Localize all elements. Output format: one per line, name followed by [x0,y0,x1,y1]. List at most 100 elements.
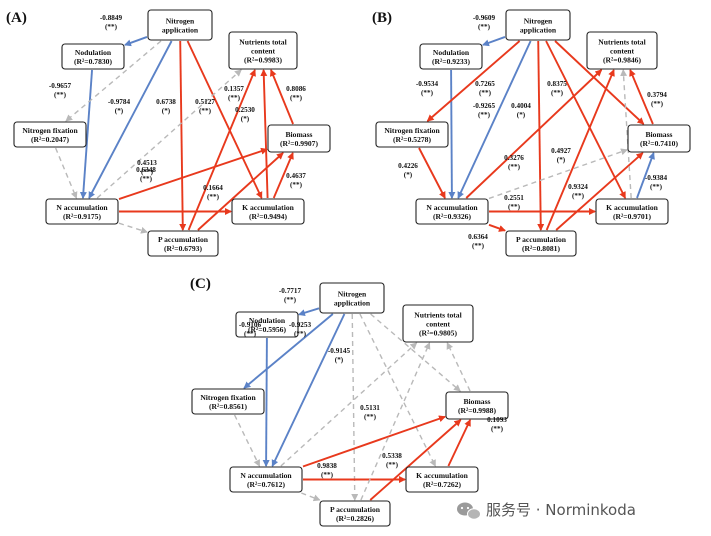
node-nfix-text: Nitrogen fixation [22,126,78,135]
path-nfix-to-nacc [418,147,446,199]
path-nitro-to-nod [298,307,320,317]
node-box-kacc [231,198,305,225]
coef-nitro-to-pacc: 0.6738 [156,98,176,106]
coef-pacc-to-nut: 0.2530 [235,106,255,114]
significance-bio-to-nut: (**) [290,94,303,102]
node-pacc: P accumulation(R²=0.2826) [319,500,391,527]
node-kacc-text: (R²=0.7262) [423,480,461,489]
panel-a-edges [54,36,294,234]
coef-nfix-to-nacc: 0.4226 [398,162,418,170]
node-bio-text: Biomass [645,130,672,139]
node-box-nitro [319,282,385,314]
significance-nitro-to-pacc: (**) [479,89,492,97]
path-nacc-to-nut [96,69,242,199]
node-box-nut [228,31,298,70]
significance-nitro-to-nod: (**) [284,296,297,304]
significance-nacc-to-pacc: (**) [472,242,485,250]
path-nod-to-nacc [79,69,93,199]
node-nod: Nodulation(R²=0.9233) [419,43,483,70]
panel-c: NitrogenapplicationNodulation(R²=0.5956)… [190,276,509,527]
path-nitro-to-kacc [545,40,627,199]
node-box-nacc [229,466,303,493]
coef-kacc-to-bio: -0.9384 [645,174,668,182]
panel-a-edge-labels: -0.8849(**)-0.9784(*)-0.9657(**)0.6738(*… [49,14,306,201]
panel-c-nodes: NitrogenapplicationNodulation(R²=0.5956)… [191,282,509,527]
significance-nacc-to-kacc: (**) [508,203,521,211]
node-nod-text: (R²=0.5956) [248,325,286,334]
node-kacc-text: K accumulation [416,471,468,480]
coef-nacc-to-kacc: 0.6348 [136,166,156,174]
node-bio-text: (R²=0.9907) [280,139,318,148]
node-nacc-text: (R²=0.7612) [247,480,285,489]
path-pacc-to-nut [187,69,256,231]
coef-nitro-to-kacc: 0.5127 [195,98,215,106]
panel-a: NitrogenapplicationNodulation(R²=0.7830)… [6,9,331,257]
node-nfix: Nitrogen fixation(R²=0.2047) [13,121,87,148]
significance-nitro-to-nod: (**) [478,23,491,31]
node-box-pacc [505,230,577,257]
node-kacc-text: K accumulation [606,203,658,212]
significance-nitro-to-nfix: (**) [54,91,67,99]
node-nitro-text: Nitrogen [524,16,553,25]
significance-nitro-to-nfix: (**) [421,89,434,97]
node-kacc-text: (R²=0.9701) [613,212,651,221]
node-bio: Biomass(R²=0.9907) [267,124,331,153]
path-nacc-to-bio [302,415,446,468]
significance-nacc-to-nut: (**) [508,163,521,171]
node-box-bio [445,391,509,420]
node-nitro-text: application [334,298,371,307]
node-nut-text: Nutrients total [598,37,645,46]
significance-nacc-to-kacc: (**) [321,471,334,479]
path-nitro-to-nacc [271,313,346,467]
node-kacc: K accumulation(R²=0.9701) [595,198,669,225]
significance-nitro-to-kacc: (**) [551,89,564,97]
significance-nod-to-nacc: (**) [244,330,257,338]
path-bio-to-nut [270,69,294,125]
path-nitro-to-nod [124,36,148,47]
node-nod-text: Nodulation [75,48,112,57]
node-box-nitro [147,9,213,41]
node-nitro-text: application [520,25,557,34]
coef-nitro-to-kacc: 0.8375 [547,80,567,88]
significance-nitro-to-nacc: (*) [335,356,344,364]
significance-nitro-to-nod: (**) [105,23,118,31]
coef-pacc-to-bio: 0.5338 [382,452,402,460]
coef-nitro-to-nfix: -0.9534 [416,80,439,88]
coef-nitro-to-pacc: 0.7265 [475,80,495,88]
coef-nacc-to-kacc: 0.9838 [317,462,337,470]
node-nut-text: (R²=0.9846) [603,55,641,64]
watermark-text: 服务号 · Norminkoda [486,501,636,519]
coef-nod-to-nacc: -0.9106 [239,321,262,329]
coef-kacc-to-bio: 0.1093 [487,416,507,424]
coef-nitro-to-nfix: -0.9253 [289,321,312,329]
node-box-kacc [595,198,669,225]
node-box-nfix [191,388,265,415]
node-box-nfix [13,121,87,148]
node-nod-text: (R²=0.7830) [74,57,112,66]
path-nitro-to-bio [554,40,645,125]
node-nacc-text: (R²=0.9326) [433,212,471,221]
node-nitro-text: application [162,25,199,34]
node-nitro-text: Nitrogen [338,289,367,298]
node-pacc-text: (R²=0.8081) [522,244,560,253]
coef-nitro-to-nod: -0.9609 [473,14,496,22]
significance-nacc-to-bio: (**) [141,168,154,176]
node-box-nod [419,43,483,70]
panel-c-edges [233,307,472,502]
node-box-pacc [319,500,391,527]
significance-pacc-to-nut: (*) [241,115,250,123]
node-box-nod [235,311,299,338]
coef-kacc-to-bio: 0.4637 [286,172,306,180]
path-nacc-to-nut [465,69,603,199]
node-bio: Biomass(R²=0.9988) [445,391,509,420]
coef-nitro-to-nod: -0.8849 [100,14,123,22]
path-nacc-to-nut [280,342,418,467]
node-nacc: N accumulation(R²=0.9175) [45,198,119,225]
coef-nitro-to-nfix: -0.9657 [49,82,72,90]
path-nitro-to-pacc [179,40,187,231]
panel-a-nodes: NitrogenapplicationNodulation(R²=0.7830)… [13,9,331,257]
node-pacc-text: P accumulation [516,235,567,244]
